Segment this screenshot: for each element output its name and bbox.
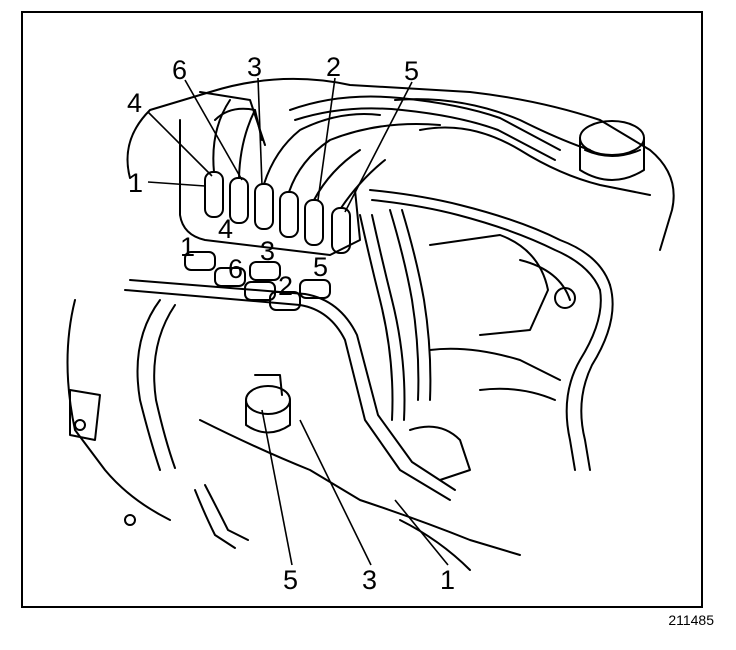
reservoir-cap [579, 120, 645, 181]
callout-mid-6: 6 [228, 254, 243, 284]
callout-top-4: 4 [127, 88, 142, 118]
callout-mid-4: 4 [218, 214, 233, 244]
callout-bot-3: 3 [362, 565, 377, 595]
callout-top-6: 6 [172, 55, 187, 85]
callout-top-1: 1 [128, 168, 143, 198]
callout-mid-1: 1 [180, 232, 195, 262]
callout-mid-5: 5 [313, 252, 328, 282]
callout-top-2: 2 [326, 52, 341, 82]
callout-mid-3: 3 [260, 236, 275, 266]
callout-bot-5: 5 [283, 565, 298, 595]
callout-top-3: 3 [247, 52, 262, 82]
egr-valve [245, 374, 291, 434]
engine-illustration [66, 77, 675, 571]
callout-top-5: 5 [404, 56, 419, 86]
callout-mid-2: 2 [278, 271, 293, 301]
leader-lines [147, 77, 449, 566]
wire-harness [289, 95, 614, 471]
callout-bot-1: 1 [440, 565, 455, 595]
diagram-border [21, 11, 703, 608]
figure-number: 211485 [668, 612, 714, 628]
